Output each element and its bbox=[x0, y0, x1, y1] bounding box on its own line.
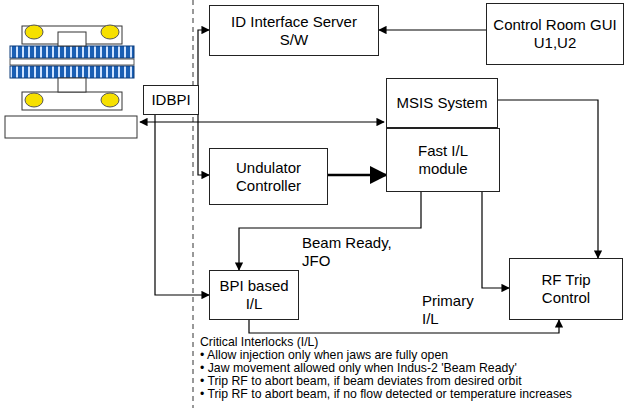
process-box: RF Trip Control bbox=[509, 258, 623, 320]
note-line: • Trip RF to abort beam, if no flow dete… bbox=[200, 388, 628, 401]
box-label: Undulator Controller bbox=[216, 159, 321, 195]
connector-arrow bbox=[379, 29, 486, 30]
box-label: ID Interface Server S/W bbox=[216, 13, 372, 49]
connector-arrow bbox=[249, 320, 559, 333]
process-box: BPI based I/L bbox=[209, 270, 299, 320]
box-label: Fast I/L module bbox=[393, 142, 493, 178]
process-box: IDBPI bbox=[143, 85, 199, 115]
boundary-line bbox=[193, 0, 194, 408]
process-box: MSIS System bbox=[386, 78, 498, 128]
connector-arrow bbox=[328, 174, 386, 177]
control-link bbox=[140, 121, 384, 122]
connector-arrow bbox=[498, 100, 598, 258]
notes-heading: Critical Interlocks (I/L) bbox=[200, 336, 628, 349]
edge-label: Beam Ready, JFO bbox=[300, 234, 396, 270]
process-box: ID Interface Server S/W bbox=[209, 5, 379, 56]
note-line: • Trip RF to abort beam, if beam deviate… bbox=[200, 375, 628, 388]
box-label: IDBPI bbox=[151, 91, 190, 109]
note-line: • Allow injection only when jaws are ful… bbox=[200, 349, 628, 362]
connector-arrow bbox=[198, 30, 209, 175]
process-box: Undulator Controller bbox=[209, 148, 328, 205]
process-box: Control Room GUI U1,U2 bbox=[486, 3, 624, 65]
connector-arrow bbox=[155, 115, 209, 295]
undulator-magnet bbox=[5, 25, 137, 138]
box-label: RF Trip Control bbox=[516, 271, 616, 307]
interlock-notes: Critical Interlocks (I/L)• Allow injecti… bbox=[200, 336, 628, 401]
box-label: Control Room GUI U1,U2 bbox=[493, 16, 617, 52]
note-line: • Jaw movement allowed only when Indus-2… bbox=[200, 362, 628, 375]
connector-arrow bbox=[482, 192, 509, 288]
box-label: BPI based I/L bbox=[216, 277, 292, 313]
process-box: Fast I/L module bbox=[386, 128, 500, 192]
box-label: MSIS System bbox=[397, 94, 488, 112]
edge-label: Primary I/L bbox=[420, 292, 496, 328]
